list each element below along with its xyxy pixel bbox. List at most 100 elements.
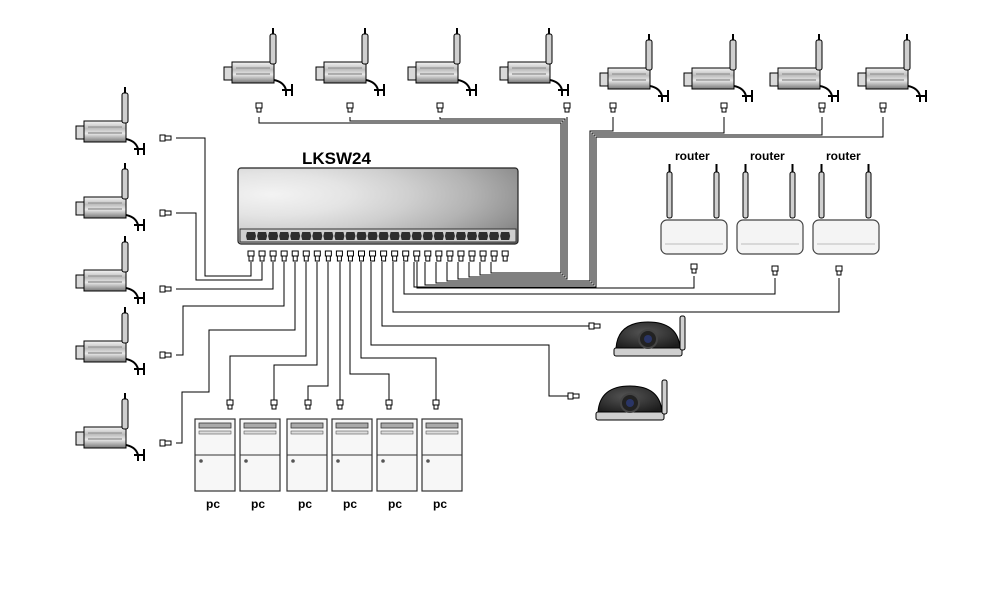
camera-left-4[interactable]	[75, 306, 172, 376]
router-3[interactable]: router	[812, 149, 880, 276]
wire-top-cam-6	[435, 117, 725, 284]
router-1[interactable]: router	[660, 149, 728, 274]
switch-port-10	[345, 232, 356, 240]
dome-camera-2[interactable]	[567, 379, 668, 421]
left-camera-column	[75, 86, 172, 462]
camera-icon	[75, 392, 145, 462]
camera-icon	[769, 33, 839, 103]
switch-label: LKSW24	[302, 149, 372, 168]
plug-icon	[720, 102, 728, 113]
wire-left-cam-1	[176, 137, 252, 277]
switch-port-22	[478, 232, 489, 240]
camera-top-6[interactable]	[683, 33, 753, 113]
port-plug-17	[424, 250, 432, 262]
wire-pc-6	[360, 262, 437, 400]
plug-icon	[818, 102, 826, 113]
camera-top-8[interactable]	[857, 33, 927, 113]
switch-port-18	[433, 232, 444, 240]
pc-label: pc	[433, 497, 447, 511]
pc-2[interactable]: pc	[239, 399, 281, 511]
wire-pc-2	[273, 262, 318, 400]
plug-icon	[771, 265, 779, 276]
plug-icon	[336, 399, 344, 410]
wire-top-cam-2	[349, 117, 564, 276]
plug-icon	[159, 134, 172, 142]
router-2[interactable]: router	[736, 149, 804, 276]
plug-icon	[159, 209, 172, 217]
port-plug-23	[490, 250, 498, 262]
pc-tower-icon	[194, 418, 236, 492]
wire-pc-3	[307, 262, 329, 400]
switch-port-2	[257, 232, 268, 240]
pc-label: pc	[388, 497, 402, 511]
switch-plug-row	[247, 250, 509, 262]
switch-lksw24: LKSW24	[237, 149, 519, 262]
dome-camera-group	[567, 315, 686, 421]
pc-tower-icon	[421, 418, 463, 492]
router-icon	[812, 163, 880, 255]
pc-label: pc	[206, 497, 220, 511]
wire-top-cam-7	[424, 117, 823, 286]
wire-top-cam-3	[439, 117, 566, 278]
pc-5[interactable]: pc	[376, 399, 418, 511]
wire-router-2	[403, 262, 776, 295]
camera-top-1[interactable]	[223, 27, 293, 113]
wire-left-cam-4	[176, 262, 285, 356]
pc-label: pc	[343, 497, 357, 511]
port-plug-10	[346, 250, 354, 262]
wire-left-cam-5	[176, 262, 296, 444]
switch-port-20	[455, 232, 466, 240]
switch-port-23	[489, 232, 500, 240]
port-plug-15	[402, 250, 410, 262]
camera-left-2[interactable]	[75, 162, 172, 232]
pc-4[interactable]: pc	[331, 399, 373, 511]
camera-icon	[683, 33, 753, 103]
switch-port-12	[367, 232, 378, 240]
camera-top-3[interactable]	[407, 27, 477, 113]
camera-left-1[interactable]	[75, 86, 172, 156]
top-camera-row	[223, 27, 927, 113]
port-plug-2	[258, 250, 266, 262]
camera-top-2[interactable]	[315, 27, 385, 113]
switch-port-11	[356, 232, 367, 240]
pc-label: pc	[251, 497, 265, 511]
camera-top-4[interactable]	[499, 27, 571, 113]
switch-port-1	[246, 232, 256, 240]
switch-port-3	[268, 232, 279, 240]
wire-router-3	[392, 262, 840, 313]
plug-icon	[609, 102, 617, 113]
pc-3[interactable]: pc	[286, 399, 328, 511]
port-plug-24	[501, 250, 509, 262]
dome-camera-1[interactable]	[588, 315, 686, 357]
pc-6[interactable]: pc	[421, 399, 463, 511]
camera-left-5[interactable]	[75, 392, 172, 462]
port-plug-12	[369, 250, 377, 262]
dome-camera-icon	[595, 379, 668, 421]
wire-top-cam-4	[457, 117, 568, 280]
switch-port-15	[400, 232, 411, 240]
plug-icon	[270, 399, 278, 410]
switch-port-strip	[239, 228, 517, 243]
router-icon	[736, 163, 804, 255]
wire-top-cam-1	[258, 117, 562, 274]
switch-port-21	[467, 232, 477, 240]
camera-left-3[interactable]	[75, 235, 172, 305]
switch-port-5	[290, 232, 301, 240]
camera-top-5[interactable]	[599, 33, 669, 113]
pc-1[interactable]: pc	[194, 399, 236, 511]
plug-icon	[304, 399, 312, 410]
plug-icon	[563, 102, 571, 113]
camera-icon	[223, 27, 293, 97]
port-plug-8	[324, 250, 332, 262]
router-group: router router router	[660, 149, 880, 276]
plug-icon	[588, 322, 601, 330]
wiring	[176, 117, 884, 444]
switch-port-19	[444, 232, 455, 240]
pc-tower-icon	[239, 418, 281, 492]
camera-top-7[interactable]	[769, 33, 839, 113]
router-label: router	[826, 149, 861, 163]
wire-left-cam-3	[176, 262, 274, 290]
plug-icon	[879, 102, 887, 113]
